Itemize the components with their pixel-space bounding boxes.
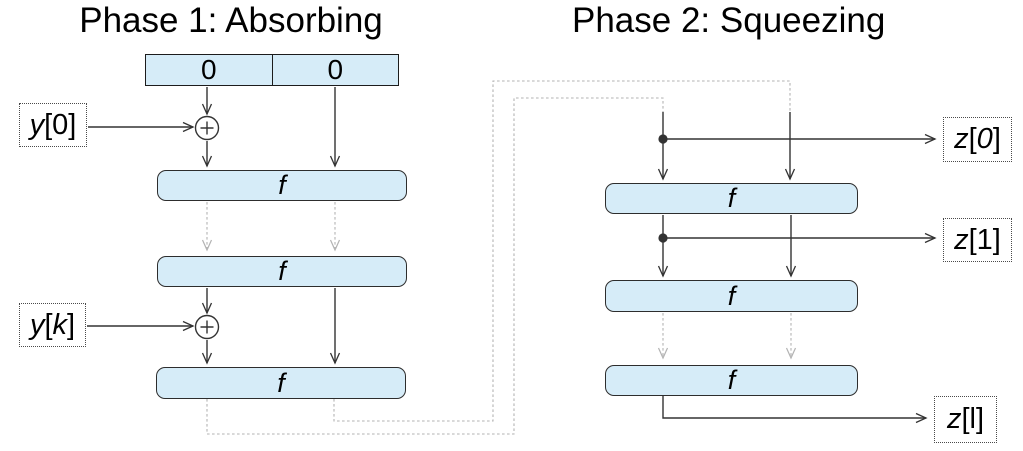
label-text: z	[954, 123, 969, 155]
label-text: [1]	[968, 223, 1001, 256]
input-label-yk: y[k]	[19, 303, 86, 347]
label-text: [	[44, 308, 53, 341]
dashed-route-capacity	[333, 80, 791, 422]
label-text: [	[968, 123, 977, 155]
absorbing-f-box-3: f	[156, 367, 406, 399]
register-cell-rate: 0	[146, 54, 273, 85]
input-label-y0: y[0]	[19, 103, 87, 147]
dashed-route-rate	[206, 97, 664, 435]
label-text: ]	[992, 123, 1001, 155]
xor-icon-1	[194, 115, 220, 141]
label-text: [l]	[961, 403, 985, 435]
output-label-z1: z[1]	[943, 218, 1012, 262]
squeezing-arrows	[657, 112, 937, 424]
xor-icon-2	[194, 314, 220, 340]
output-label-z0: z[0]	[943, 117, 1012, 162]
absorbing-f-box-1: f	[157, 170, 407, 201]
squeezing-f-box-1: f	[605, 183, 858, 214]
absorbing-arrows	[87, 87, 341, 365]
label-text: y	[29, 308, 45, 341]
squeezing-f-box-2: f	[605, 280, 858, 312]
dashed-arrows-squeezing	[657, 313, 797, 360]
phase2-title: Phase 2: Squeezing	[572, 1, 886, 40]
label-text: z	[954, 223, 969, 256]
label-text: [0]	[44, 108, 77, 141]
phase1-title: Phase 1: Absorbing	[79, 1, 383, 40]
branch-dot-z1	[658, 233, 668, 243]
dashed-arrows-absorbing	[201, 202, 341, 252]
register-cell-capacity: 0	[327, 54, 344, 85]
label-text: k	[52, 308, 68, 341]
label-text: ]	[67, 308, 76, 341]
absorbing-f-box-2: f	[157, 256, 407, 287]
output-label-zl: z[l]	[934, 396, 997, 443]
squeezing-f-box-3: f	[605, 365, 858, 396]
label-text: z	[946, 403, 962, 435]
initial-state-register: 0 0	[145, 54, 399, 86]
label-text: y	[29, 108, 45, 141]
branch-dot-z0	[658, 134, 668, 144]
label-text: 0	[976, 123, 993, 155]
